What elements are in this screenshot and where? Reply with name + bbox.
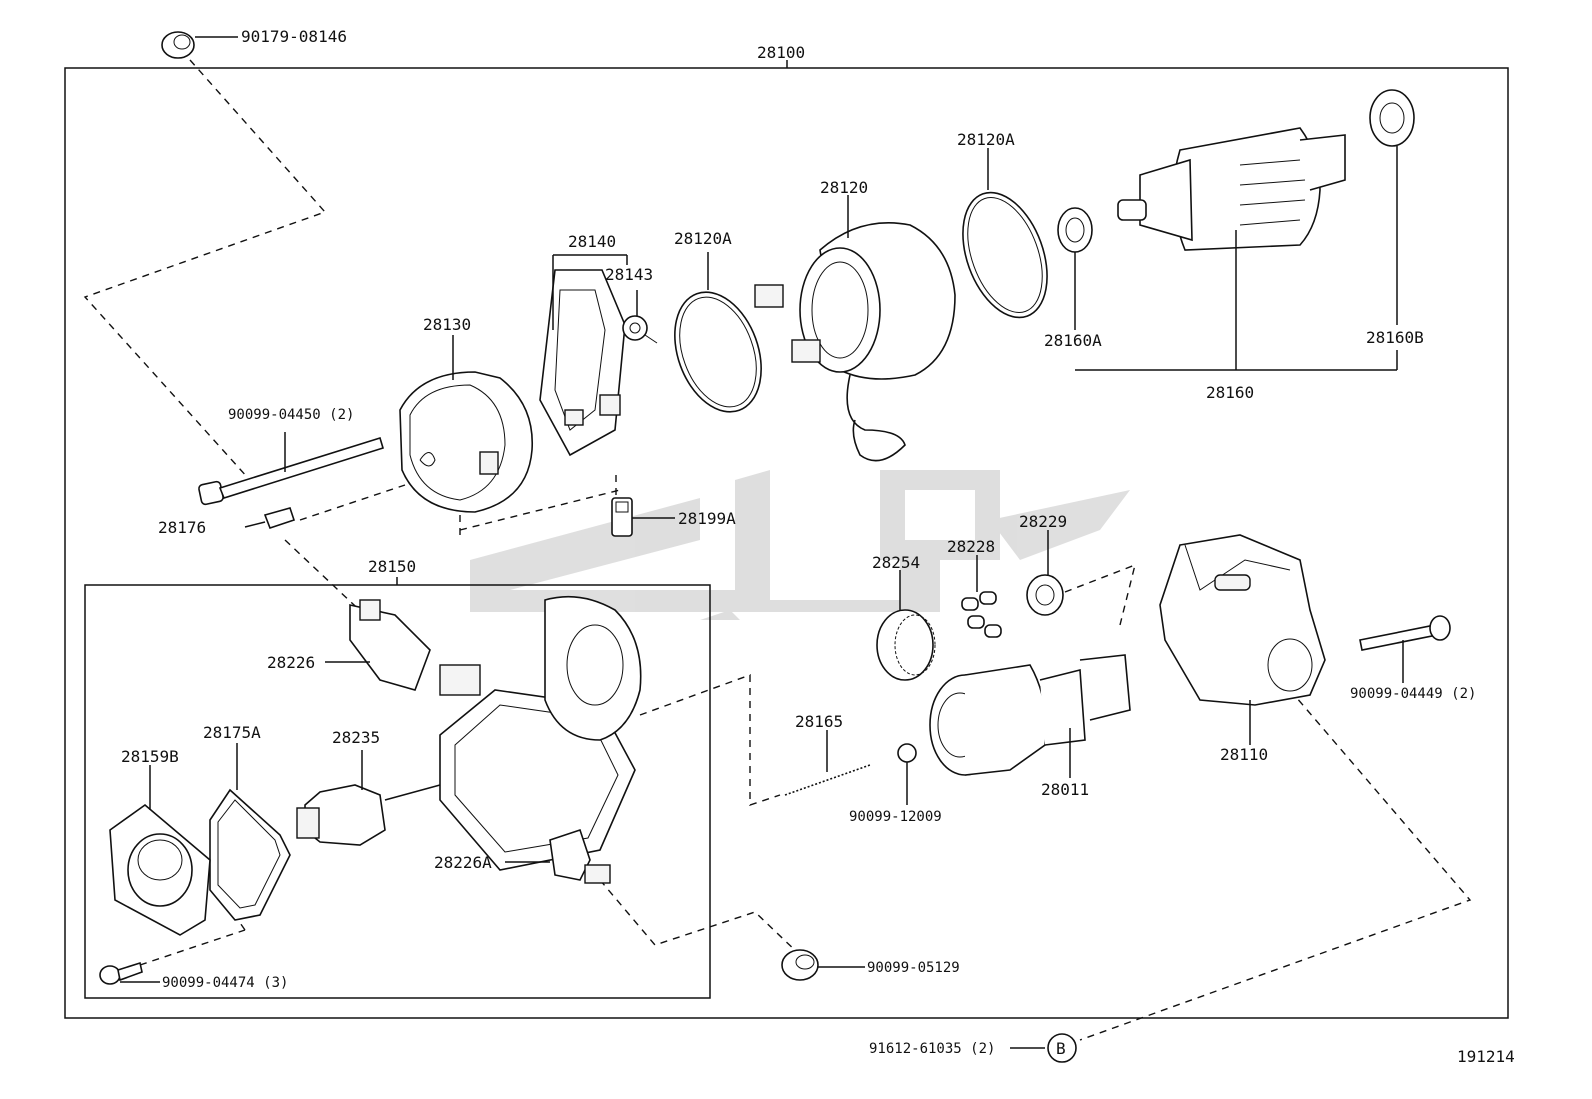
idler-gear-28254: [876, 570, 936, 681]
label-28100: 28100: [757, 43, 805, 62]
terminal-28226: [325, 599, 431, 691]
label-28229: 28229: [1019, 512, 1067, 531]
screw-28176: [244, 507, 296, 530]
label-90099-12009: 90099-12009: [849, 809, 942, 825]
callout-b: [1010, 1033, 1077, 1063]
magnetic-switch-housing-28150: [439, 595, 642, 871]
label-28160: 28160: [1206, 383, 1254, 402]
watermark-logo: [470, 470, 1130, 620]
label-28011: 28011: [1041, 780, 1089, 799]
label-28254: 28254: [872, 553, 920, 572]
bearing-28160A: [1057, 207, 1093, 330]
label-28176: 28176: [158, 518, 206, 537]
nut-90179-08146: [161, 31, 238, 59]
dashed-guide-screw: [299, 484, 406, 521]
label-28130: 28130: [423, 315, 471, 334]
bolt-90099-04474: [99, 961, 160, 985]
label-28235: 28235: [332, 728, 380, 747]
brush-spring-28143: [622, 290, 658, 344]
starter-clutch-28011: [929, 654, 1131, 778]
label-90099-05129: 90099-05129: [867, 960, 960, 976]
label-28140: 28140: [568, 232, 616, 251]
terminal-28226A: [505, 828, 611, 884]
label-28160A: 28160A: [1044, 331, 1102, 350]
dashed-guide-bolt: [83, 59, 327, 479]
end-cover-28159B: [109, 765, 211, 936]
nut-90099-05129: [781, 949, 865, 981]
plunger-28235: [296, 750, 441, 846]
steel-ball-90099-12009: [897, 743, 917, 805]
label-28150: 28150: [368, 557, 416, 576]
starter-housing-28110: [1159, 534, 1326, 745]
connector-28199A: [611, 475, 675, 537]
o-ring-28120A-front: [674, 252, 762, 413]
yoke-field-frame-28120: [754, 195, 956, 462]
rollers-28228: [961, 555, 1002, 638]
label-28120A-mid: 28120A: [674, 229, 732, 248]
label-callout-b: B: [1056, 1039, 1066, 1058]
label-28159B: 28159B: [121, 747, 179, 766]
label-28120A-top: 28120A: [957, 130, 1015, 149]
label-28165: 28165: [795, 712, 843, 731]
label-28226: 28226: [267, 653, 315, 672]
roller-retainer-28229: [1026, 530, 1064, 616]
bolt-90099-04449: [1359, 615, 1451, 683]
bearing-28160B: [1369, 89, 1415, 370]
label-28175A: 28175A: [203, 723, 261, 742]
label-28228: 28228: [947, 537, 995, 556]
figure-number: 191214: [1457, 1047, 1515, 1066]
label-28160B: 28160B: [1366, 328, 1424, 347]
armature-28160: [1075, 127, 1397, 371]
label-28143: 28143: [605, 265, 653, 284]
o-ring-28120A-rear: [962, 148, 1048, 319]
gasket-28175A: [209, 743, 291, 921]
return-spring-28165: [784, 730, 871, 796]
brush-holder-28140: [539, 254, 628, 457]
label-90099-04449: 90099-04449 (2): [1350, 686, 1476, 702]
label-90099-04474: 90099-04474 (3): [162, 975, 288, 991]
label-90179-08146: 90179-08146: [241, 27, 347, 46]
label-91612-61035: 91612-61035 (2): [869, 1041, 995, 1057]
through-bolt-90099-04450: [198, 432, 384, 506]
commutator-end-frame-28130: [399, 335, 534, 513]
part-labels: 90179-08146 28100 28120A 28120 28140 281…: [121, 27, 1515, 1066]
label-28120: 28120: [820, 178, 868, 197]
label-28110: 28110: [1220, 745, 1268, 764]
label-90099-04450: 90099-04450 (2): [228, 407, 354, 423]
label-28226A: 28226A: [434, 853, 492, 872]
label-28199A: 28199A: [678, 509, 736, 528]
